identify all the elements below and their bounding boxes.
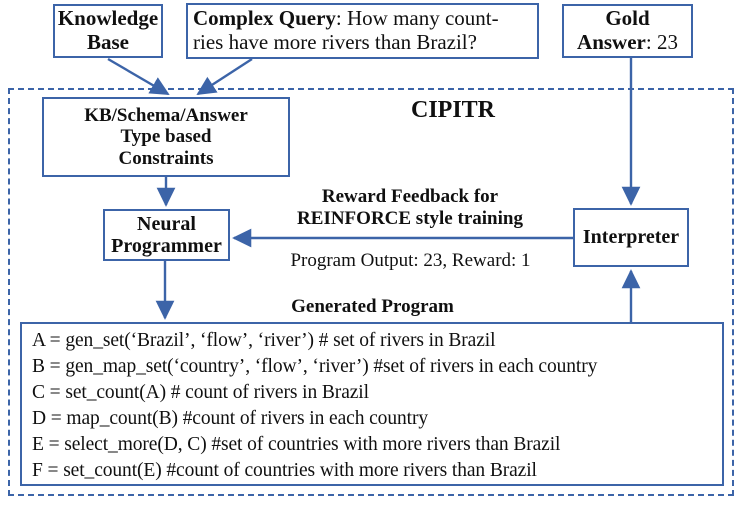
complex-query-separator: : xyxy=(335,6,347,31)
interpreter-label: Interpreter xyxy=(582,226,680,249)
knowledge-base-label: Knowledge Base xyxy=(58,7,158,54)
complex-query-label: Complex Query xyxy=(193,6,336,31)
program-line: C = set_count(A) # count of rivers in Br… xyxy=(32,382,369,403)
program-line: D = map_count(B) #count of rivers in eac… xyxy=(32,408,428,429)
program-line: E = select_more(D, C) #set of countries … xyxy=(32,434,561,455)
knowledge-base-box: Knowledge Base xyxy=(53,4,163,58)
gold-answer-text: Gold Answer: 23 xyxy=(577,7,678,54)
neural-programmer-label: Neural Programmer xyxy=(111,213,222,258)
gold-answer-line1: Gold xyxy=(605,6,650,31)
cipitr-region xyxy=(8,88,734,496)
reward-feedback-label: Reward Feedback for REINFORCE style trai… xyxy=(255,186,565,229)
complex-query-line2: ries have more rivers than Brazil? xyxy=(193,30,477,54)
gold-answer-box: Gold Answer: 23 xyxy=(562,4,693,58)
program-line: A = gen_set(‘Brazil’, ‘flow’, ‘river’) #… xyxy=(32,330,496,351)
knowledge-base-line2: Base xyxy=(87,30,129,54)
program-line: F = set_count(E) #count of countries wit… xyxy=(32,460,537,481)
constraints-line3: Constraints xyxy=(118,147,214,169)
cipitr-title: CIPITR xyxy=(410,97,495,123)
complex-query-box: Complex Query: How many count- ries have… xyxy=(186,3,539,59)
gold-answer-value: 23 xyxy=(656,30,678,54)
complex-query-line1: How many count- xyxy=(347,6,499,31)
generated-program-box: A = gen_set(‘Brazil’, ‘flow’, ‘river’) #… xyxy=(20,322,724,486)
constraints-box: KB/Schema/Answer Type based Constraints xyxy=(42,97,290,177)
complex-query-text: Complex Query: How many count- ries have… xyxy=(193,7,499,54)
reward-feedback-line1: Reward Feedback for xyxy=(321,186,499,207)
neural-programmer-box: Neural Programmer xyxy=(103,209,230,261)
reward-feedback-line2: REINFORCE style training xyxy=(297,207,523,229)
interpreter-box: Interpreter xyxy=(573,208,689,267)
program-output-label: Program Output: 23, Reward: 1 xyxy=(290,250,531,271)
knowledge-base-line1: Knowledge xyxy=(57,6,159,31)
constraints-label: KB/Schema/Answer Type based Constraints xyxy=(84,105,248,169)
program-line: B = gen_map_set(‘country’, ‘flow’, ‘rive… xyxy=(32,356,598,377)
gold-answer-label: Answer xyxy=(577,30,646,54)
constraints-line2: Type based xyxy=(120,126,212,148)
gold-answer-separator: : xyxy=(645,30,657,54)
generated-program-heading: Generated Program xyxy=(291,296,454,317)
neural-programmer-line2: Programmer xyxy=(111,235,222,257)
constraints-line1: KB/Schema/Answer xyxy=(84,105,248,127)
neural-programmer-line1: Neural xyxy=(137,212,196,235)
